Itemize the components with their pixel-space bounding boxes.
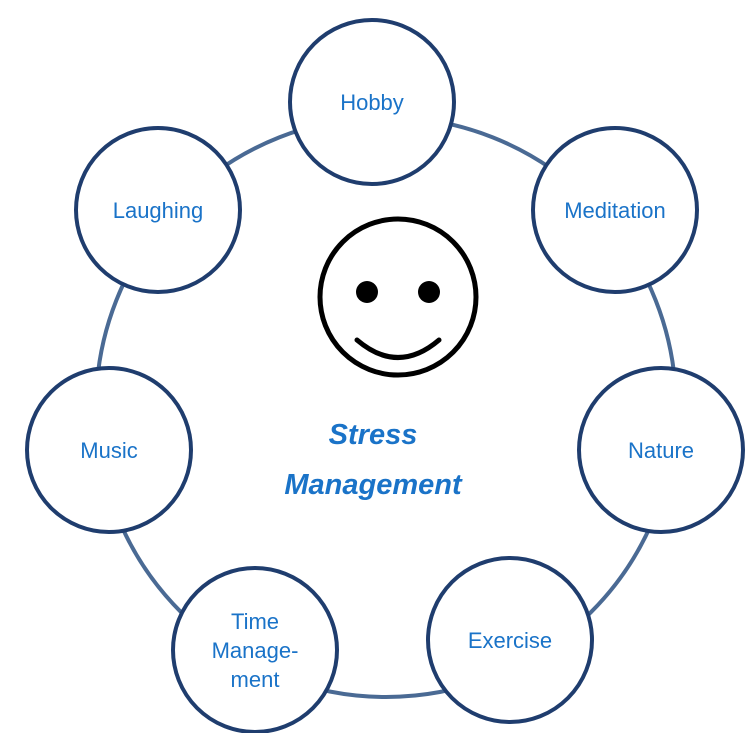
node-nature: Nature bbox=[577, 366, 745, 534]
node-circle-time-management bbox=[171, 566, 339, 733]
node-label-laughing-0: Laughing bbox=[113, 198, 204, 223]
node-label-exercise-0: Exercise bbox=[468, 628, 552, 653]
node-circle-nature bbox=[577, 366, 745, 534]
smiley-mouth bbox=[354, 337, 442, 360]
smiley-left-eye bbox=[356, 281, 378, 303]
node-exercise: Exercise bbox=[426, 556, 594, 724]
node-label-nature-0: Nature bbox=[628, 438, 694, 463]
node-label-hobby-0: Hobby bbox=[340, 90, 404, 115]
center-smiley-icon bbox=[317, 216, 479, 378]
node-label-music-0: Music bbox=[80, 438, 137, 463]
node-label-time-management-1: Manage- bbox=[212, 638, 299, 663]
node-circle-exercise bbox=[426, 556, 594, 724]
node-label-meditation-0: Meditation bbox=[564, 198, 666, 223]
node-circle-meditation bbox=[531, 126, 699, 294]
node-label-time-management-2: ment bbox=[231, 667, 280, 692]
center-title-line-2: Management bbox=[284, 469, 463, 501]
node-circle-hobby bbox=[288, 18, 456, 186]
node-label-time-management-0: Time bbox=[231, 609, 279, 634]
node-music: Music bbox=[25, 366, 193, 534]
smiley-right-eye bbox=[418, 281, 440, 303]
node-laughing: Laughing bbox=[74, 126, 242, 294]
node-circle-laughing bbox=[74, 126, 242, 294]
node-circle-music bbox=[25, 366, 193, 534]
node-hobby: Hobby bbox=[288, 18, 456, 186]
node-meditation: Meditation bbox=[531, 126, 699, 294]
smiley-face-outline bbox=[317, 216, 479, 378]
center-title-line-1: Stress bbox=[329, 419, 418, 451]
